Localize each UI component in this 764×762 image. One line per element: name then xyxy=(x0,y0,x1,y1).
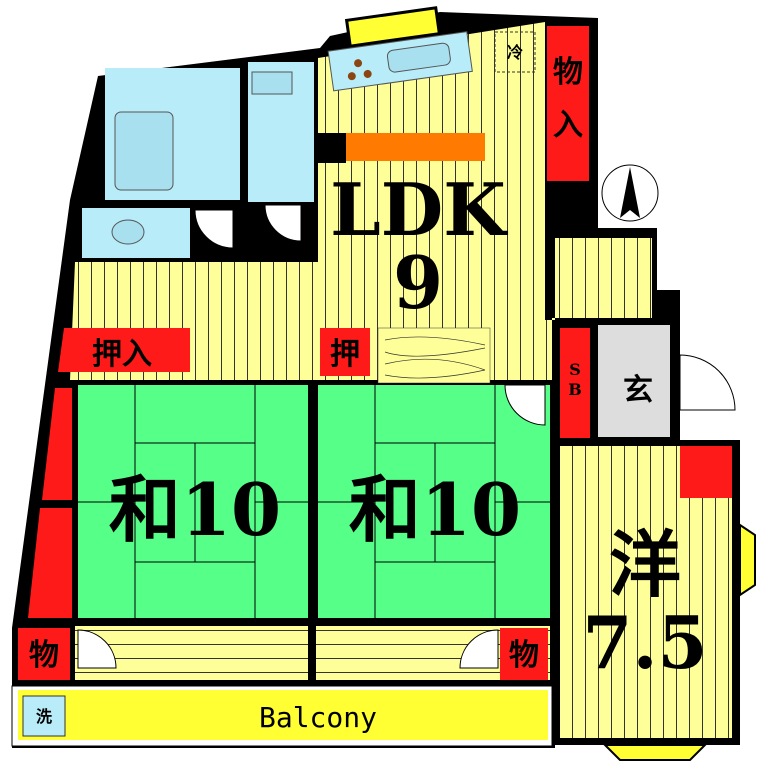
door-swing[interactable] xyxy=(264,204,302,242)
washitsu-left-label: 和10 xyxy=(109,467,281,552)
western-size: 7.5 xyxy=(582,600,707,685)
toilet-icon xyxy=(111,219,145,245)
western-label: 洋 xyxy=(609,522,681,607)
oshiire-left xyxy=(58,328,190,372)
wood-grain xyxy=(384,336,486,379)
mono-left-closet xyxy=(18,628,70,680)
mono-left-label: 物 xyxy=(29,638,59,673)
fridge-space xyxy=(494,31,536,73)
balcony-floor xyxy=(18,690,548,740)
bathtub xyxy=(114,111,174,191)
kitchen-sink xyxy=(386,42,451,73)
bay-window-right xyxy=(739,523,756,597)
shoe-box-label-2: B xyxy=(568,380,582,399)
left-closet-upper xyxy=(42,388,72,500)
fridge-label: 冷 xyxy=(507,43,523,62)
western-closet xyxy=(680,446,732,498)
left-closet-lower xyxy=(28,508,72,618)
washer-label: 洗 xyxy=(36,707,52,726)
counter-bar xyxy=(345,133,485,161)
ldk-floor xyxy=(70,22,652,380)
pillar xyxy=(318,133,346,163)
oshiire-right-label: 押 xyxy=(330,337,360,372)
door-swing[interactable] xyxy=(194,209,234,249)
oshiire-left-label: 押入 xyxy=(92,337,152,372)
compass-north-icon xyxy=(601,164,659,222)
mono-right-label: 物 xyxy=(509,638,539,673)
monoire-label-1: 物 xyxy=(553,55,583,90)
stove-burner-icon xyxy=(363,69,372,78)
tatami-lines xyxy=(78,385,308,618)
washer-space xyxy=(22,695,66,737)
shoe-box xyxy=(560,328,590,438)
washitsu-right-label: 和10 xyxy=(349,467,521,552)
monoire-closet xyxy=(547,26,589,181)
entrance xyxy=(598,325,670,437)
tatami-lines xyxy=(318,385,550,618)
ldk-size: 9 xyxy=(393,240,443,325)
bay-window-bottom xyxy=(602,744,708,761)
entrance-label: 玄 xyxy=(623,373,653,408)
balcony-label: Balcony xyxy=(259,701,377,734)
entrance-door[interactable] xyxy=(679,354,736,411)
engawa-divider xyxy=(308,620,316,682)
kitchen-window xyxy=(344,6,442,48)
door-swing[interactable] xyxy=(77,629,117,669)
ldk-label: LDK xyxy=(330,167,508,252)
monoire-label-2: 入 xyxy=(553,108,583,143)
sink xyxy=(251,71,293,95)
shoe-box-label-1: S xyxy=(569,360,581,379)
mono-right-closet xyxy=(500,628,548,680)
door-swing[interactable] xyxy=(459,629,499,669)
door-swing[interactable] xyxy=(504,384,546,426)
stove-burner-icon xyxy=(354,59,363,68)
stove-burner-icon xyxy=(347,72,356,81)
oshiire-right xyxy=(320,328,370,376)
